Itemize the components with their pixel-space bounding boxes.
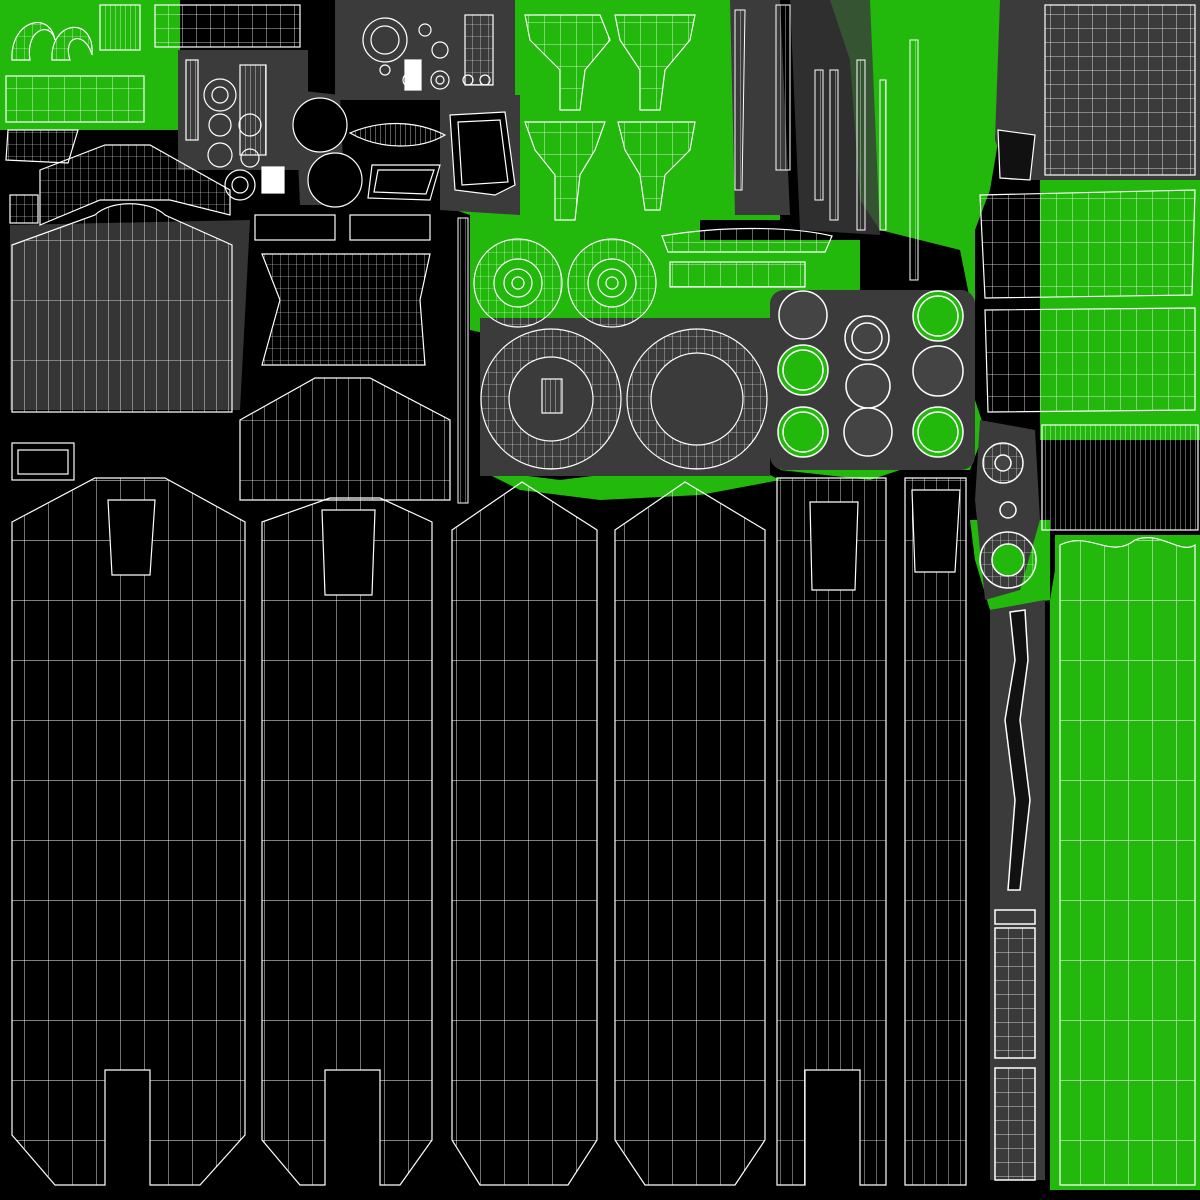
column-1 — [11, 477, 246, 1186]
ring-parts — [777, 290, 1037, 589]
column-4 — [614, 481, 766, 1186]
column-5 — [776, 477, 887, 1186]
small-parts-dark-panel — [185, 14, 516, 241]
wheel-left — [473, 238, 563, 328]
disc-right — [626, 328, 768, 470]
wheel-right — [567, 238, 657, 328]
small-parts-top-left — [5, 4, 301, 481]
disc-left — [480, 328, 622, 470]
shield-panels — [11, 144, 451, 501]
shaft-part — [994, 609, 1036, 1181]
column-6 — [904, 477, 967, 1186]
column-3 — [451, 481, 598, 1186]
thin-strips — [457, 4, 919, 504]
column-2 — [261, 497, 433, 1186]
wheel-parts — [473, 238, 768, 470]
right-grid-parts — [979, 4, 1199, 1186]
long-columns — [11, 477, 967, 1186]
y-bracket-parts — [524, 14, 833, 288]
